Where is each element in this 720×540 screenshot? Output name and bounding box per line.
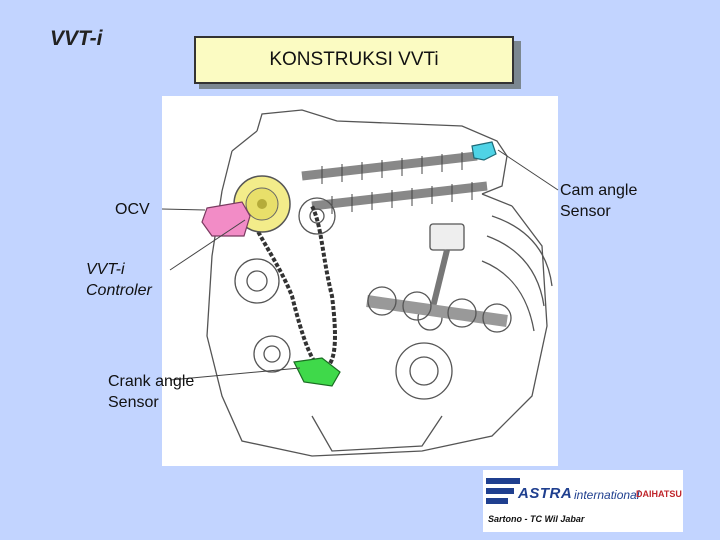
logo-brand-suffix: international [574, 488, 640, 502]
label-vvti-line1: VVT-i [86, 261, 125, 278]
logo-partner: DAIHATSU [636, 489, 682, 499]
label-cam-line1: Cam angle [560, 182, 638, 199]
slide-tag: VVT-i [50, 27, 103, 50]
slide-title: KONSTRUKSI VVTi [194, 36, 514, 84]
label-crank-line2: Sensor [108, 394, 159, 411]
logo-credit: Sartono - TC Wil Jabar [488, 514, 585, 524]
label-vvti-line2: Controler [86, 282, 152, 299]
label-ocv: OCV [115, 201, 150, 218]
label-cam-angle-sensor: Cam angle Sensor [560, 180, 637, 222]
logo-brand: ASTRA [518, 485, 573, 502]
label-cam-line2: Sensor [560, 203, 611, 220]
astra-daihatsu-logo: ASTRA international DAIHATSU Sartono - T… [483, 470, 683, 532]
label-crank-line1: Crank angle [108, 373, 195, 390]
label-vvti-controler: VVT-i Controler [86, 259, 152, 301]
label-crank-angle-sensor: Crank angle Sensor [108, 371, 194, 413]
astra-mark-icon [486, 478, 520, 504]
engine-illustration [162, 96, 558, 466]
